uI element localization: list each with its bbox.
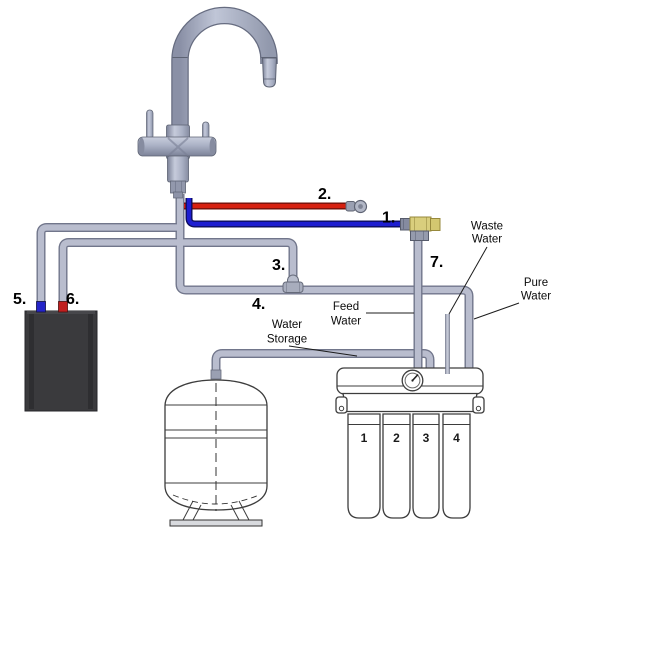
cartridge-number: 2 xyxy=(393,431,400,445)
label-waste-water: Waste Water xyxy=(471,221,503,246)
filter-bracket-right xyxy=(472,396,485,414)
filter-bracket-left xyxy=(335,396,348,414)
cartridge-number: 3 xyxy=(423,431,430,445)
faucet-tail-nut xyxy=(170,180,186,199)
label-water-storage: Water Storage xyxy=(267,319,307,346)
callout-2: 2. xyxy=(318,186,331,203)
svg-text:Water: Water xyxy=(331,316,361,328)
svg-text:Feed: Feed xyxy=(333,301,359,313)
label-pure-water: Pure Water xyxy=(521,277,551,303)
svg-text:Pure: Pure xyxy=(524,277,548,289)
filter-unit: 1 2 3 4 xyxy=(335,367,485,519)
callout-7: 7. xyxy=(430,254,443,271)
feed-tee-valve xyxy=(400,216,441,241)
boiler-unit xyxy=(24,301,98,412)
faucet-handle-left xyxy=(146,109,154,140)
callout-5: 5. xyxy=(13,291,26,308)
faucet-cross-body xyxy=(137,136,217,157)
callout-1: 1. xyxy=(382,210,395,227)
boiler-hot-connector xyxy=(58,301,68,313)
filter-clamp-bar xyxy=(342,392,478,413)
filter-cartridge-3: 3 xyxy=(412,413,440,519)
callout-4: 4. xyxy=(252,296,265,313)
svg-text:Storage: Storage xyxy=(267,334,307,346)
water-storage-pointer xyxy=(288,345,358,357)
pure-water-pointer xyxy=(473,302,520,320)
tank-inlet-fitting xyxy=(210,369,222,380)
hose-end-fitting xyxy=(345,199,368,214)
callout-6: 6. xyxy=(66,291,79,308)
callout-3: 3. xyxy=(272,257,285,274)
boiler-cold-connector xyxy=(36,301,46,313)
svg-text:Water: Water xyxy=(272,319,302,331)
inline-tee-fitting xyxy=(282,274,304,293)
tank-stand xyxy=(169,500,263,527)
svg-text:Water: Water xyxy=(472,234,502,246)
cold-water-hose xyxy=(185,198,402,228)
filter-cartridge-1: 1 xyxy=(347,413,381,519)
cartridge-number: 4 xyxy=(453,431,460,445)
label-feed-water: Feed Water xyxy=(331,301,361,328)
svg-text:Waste: Waste xyxy=(471,221,503,233)
svg-text:Water: Water xyxy=(521,291,551,303)
cartridge-number: 1 xyxy=(361,431,368,445)
storage-tank xyxy=(164,369,268,527)
kitchen-faucet xyxy=(137,6,278,199)
faucet-lower-body xyxy=(167,155,189,183)
faucet-spout xyxy=(171,6,278,133)
filter-cartridge-4: 4 xyxy=(442,413,471,519)
filter-cartridge-2: 2 xyxy=(382,413,411,519)
spout-tip xyxy=(261,57,278,88)
pressure-gauge-icon xyxy=(401,369,424,392)
boiler-supply-pipe-right xyxy=(63,243,177,304)
waste-water-pointer xyxy=(448,246,488,315)
